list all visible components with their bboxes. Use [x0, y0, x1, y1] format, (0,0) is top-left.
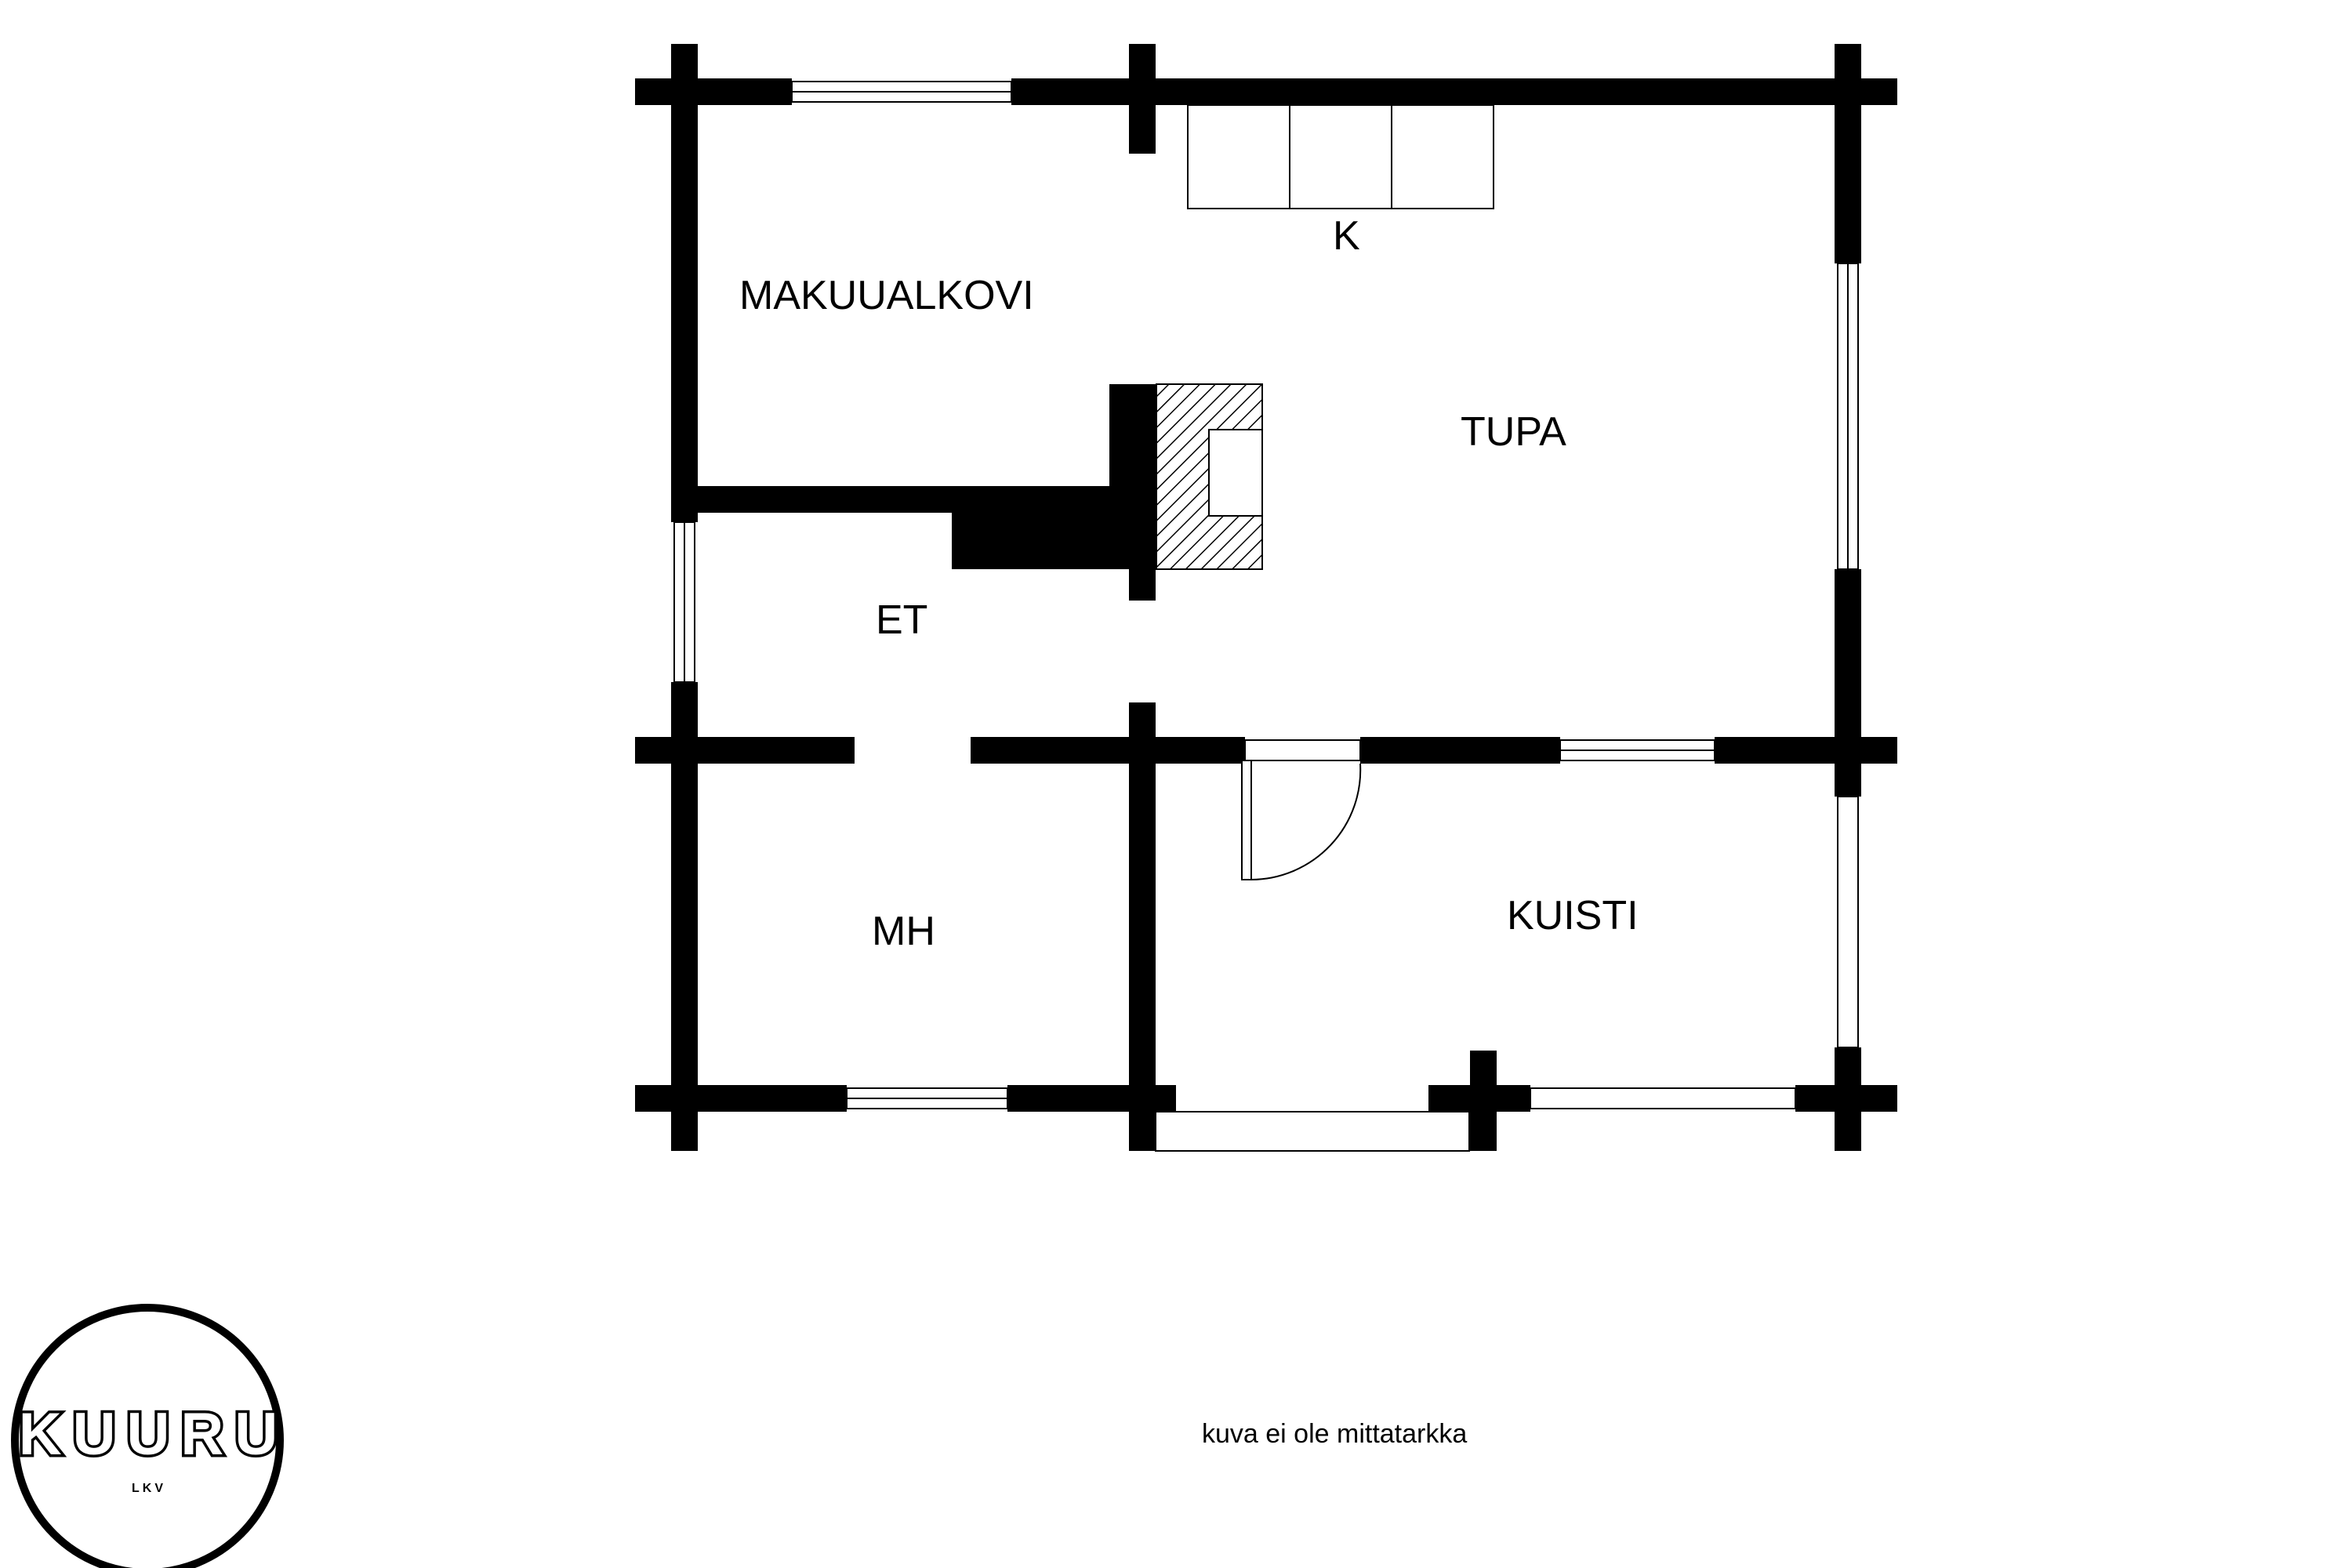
cross-mr-v — [1835, 702, 1861, 796]
chimney-base — [952, 513, 1156, 569]
fireplace — [1156, 383, 1263, 570]
room-label-k: K — [1333, 213, 1360, 259]
wall-interior-top-stub — [1129, 44, 1156, 154]
cross-tl-h — [635, 78, 682, 105]
window-porch-right — [1837, 796, 1859, 1048]
room-label-mh: MH — [872, 909, 935, 954]
windows — [673, 81, 1859, 1109]
cross-ml-v — [671, 702, 698, 796]
cross-tr-v — [1835, 44, 1861, 107]
walls — [635, 44, 1897, 1151]
room-label-et: ET — [876, 597, 927, 643]
wall-mid-2 — [971, 737, 1245, 764]
cross-mi-v — [1129, 702, 1156, 797]
wall-left-upper — [671, 44, 698, 522]
window-porch-bottom — [1530, 1087, 1796, 1109]
cross-bi-v — [1129, 1051, 1156, 1151]
wall-mid-3 — [1360, 737, 1560, 764]
cross-bl-v — [671, 1051, 698, 1151]
wall-top-right — [1011, 78, 1897, 105]
room-label-kuisti: KUISTI — [1507, 893, 1639, 938]
wall-bottom-1 — [635, 1085, 847, 1112]
scale-disclaimer: kuva ei ole mittatarkka — [1202, 1419, 1467, 1449]
cross-br-v — [1835, 1051, 1861, 1151]
room-label-tupa: TUPA — [1461, 409, 1566, 455]
wall-mid-1 — [635, 737, 855, 764]
logo-circle — [11, 1304, 284, 1568]
room-label-makuualkovi: MAKUUALKOVI — [739, 273, 1034, 318]
fireplace-opening — [1208, 429, 1263, 517]
logo-name: KUURU — [19, 1401, 289, 1468]
wall-porch-post-v — [1470, 1051, 1497, 1151]
wall-bedroom — [671, 486, 1110, 513]
wall-mid-4 — [1715, 737, 1897, 764]
kuuru-logo: KUURU LKV — [11, 1304, 289, 1568]
logo-sub: LKV — [132, 1482, 166, 1495]
entrance-step — [1155, 1111, 1470, 1152]
porch-door — [1241, 739, 1362, 880]
kitchen-cabinets — [1187, 104, 1494, 209]
chimney-stub — [1129, 549, 1156, 601]
